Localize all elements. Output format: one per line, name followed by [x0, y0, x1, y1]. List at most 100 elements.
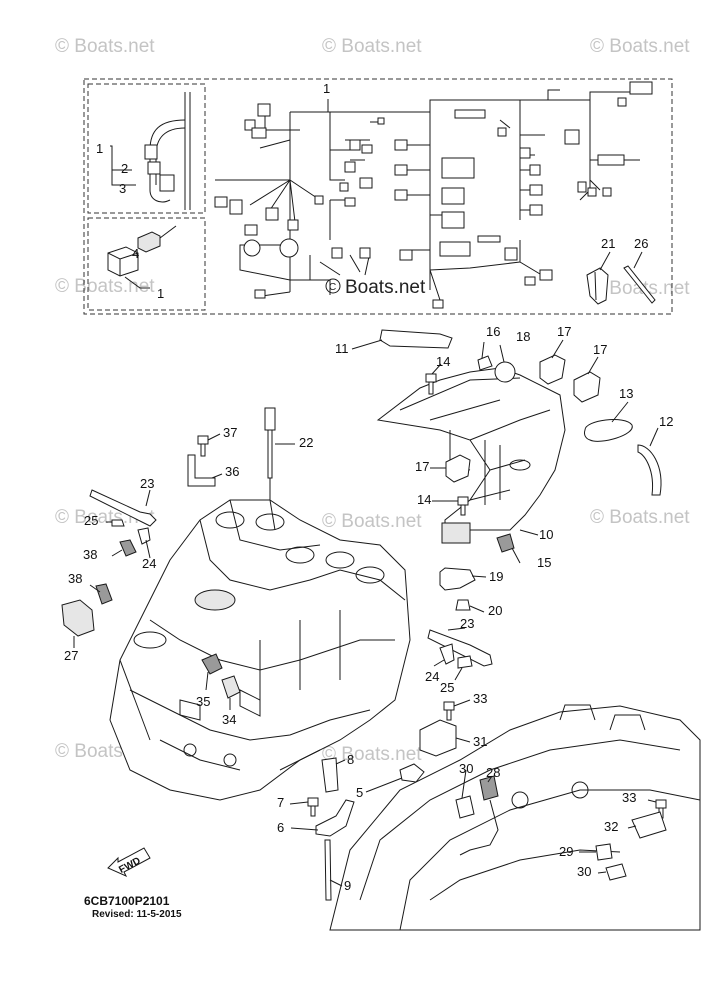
callout-32: 32	[604, 819, 618, 834]
connector-15	[496, 533, 515, 553]
callout-35: 35	[196, 694, 210, 709]
callout-17: 17	[593, 342, 607, 357]
sensor-22	[264, 407, 276, 479]
callout-26: 26	[634, 236, 648, 251]
watermark: © Boats.net	[55, 276, 155, 297]
callout-33: 33	[622, 790, 636, 805]
sub-box-upper	[87, 83, 206, 214]
svg-text:C: C	[329, 282, 336, 293]
protector-strip	[379, 329, 453, 349]
watermark: © Boats.net	[590, 507, 690, 528]
callout-36: 36	[225, 464, 239, 479]
center-watermark-text: Boats.net	[345, 277, 426, 298]
callout-3: 3	[119, 181, 126, 196]
revision-date: Revised: 11-5-2015	[92, 909, 182, 920]
sensor-23b	[427, 629, 493, 667]
callout-17: 17	[415, 459, 429, 474]
callout-19: 19	[489, 569, 503, 584]
connector-35	[201, 653, 223, 675]
harness-panel	[83, 78, 673, 315]
callout-23: 23	[140, 476, 154, 491]
bracket-assembly	[376, 367, 566, 544]
plate-19	[439, 567, 476, 591]
washer-25b	[457, 655, 473, 669]
leader-lines	[73, 339, 659, 887]
callout-38: 38	[83, 547, 97, 562]
callout-27: 27	[64, 648, 78, 663]
watermark: © Boats.net	[322, 744, 422, 765]
callout-1: 1	[323, 81, 330, 96]
callout-4: 4	[132, 246, 139, 261]
callout-20: 20	[488, 603, 502, 618]
callout-2: 2	[121, 161, 128, 176]
callout-14: 14	[417, 492, 431, 507]
clamp-17a	[539, 354, 566, 385]
sensor-27	[61, 599, 95, 637]
callout-16: 16	[486, 324, 500, 339]
engine-assembly	[61, 329, 701, 931]
callout-37: 37	[223, 425, 237, 440]
clip-38a	[119, 539, 137, 557]
watermark: © Boats.net	[55, 36, 155, 57]
callout-13: 13	[619, 386, 633, 401]
callout-21: 21	[601, 236, 615, 251]
holder-8	[321, 757, 339, 793]
callout-1: 1	[157, 286, 164, 301]
fwd-arrow-icon: FWD	[107, 847, 151, 878]
callout-30: 30	[577, 864, 591, 879]
part-code: 6CB7100P2101	[84, 894, 170, 908]
clamp-17c	[445, 454, 471, 483]
callout-15: 15	[537, 555, 551, 570]
callout-7: 7	[277, 795, 284, 810]
bolt-33a	[443, 701, 455, 721]
engine-block	[109, 499, 411, 801]
washer-25a	[111, 519, 125, 527]
callout-38: 38	[68, 571, 82, 586]
callout-24: 24	[425, 669, 439, 684]
grommet	[584, 419, 633, 442]
callout-33: 33	[473, 691, 487, 706]
callout-24: 24	[142, 556, 156, 571]
callout-25: 25	[84, 513, 98, 528]
sub-lead-assembly	[110, 92, 191, 210]
callout-25: 25	[440, 680, 454, 695]
callout-9: 9	[344, 878, 351, 893]
bracket-30a	[455, 795, 475, 819]
relay-assembly	[107, 225, 177, 289]
harness-panel-border	[83, 78, 673, 315]
clamp-17b	[573, 371, 601, 403]
callout-23: 23	[460, 616, 474, 631]
cover-strip	[637, 444, 662, 496]
bolt-20	[455, 599, 471, 611]
watermark: © Boats.net	[322, 511, 422, 532]
callout-22: 22	[299, 435, 313, 450]
callout-28: 28	[486, 765, 500, 780]
bracket-30b	[605, 863, 627, 881]
center-watermark: C Boats.net	[325, 277, 426, 298]
clamp-16	[477, 355, 493, 371]
bolt-7	[307, 797, 319, 817]
callout-8: 8	[347, 752, 354, 767]
callout-29: 29	[559, 844, 573, 859]
grommet-29	[595, 843, 613, 861]
callout-34: 34	[222, 712, 236, 727]
fwd-label: FWD	[117, 855, 142, 875]
callout-6: 6	[277, 820, 284, 835]
bracket-36	[187, 454, 216, 487]
callout-10: 10	[539, 527, 553, 542]
sensor-23a	[89, 489, 157, 527]
callout-17: 17	[557, 324, 571, 339]
callout-5: 5	[356, 785, 363, 800]
bracket-6	[315, 799, 355, 837]
clip-24b	[439, 643, 455, 665]
holder-32	[631, 811, 667, 839]
callout-14: 14	[436, 354, 450, 369]
main-wire-harness	[214, 81, 653, 309]
clip-34	[221, 675, 241, 699]
callout-18: 18	[516, 329, 530, 344]
bolt-37	[197, 435, 209, 457]
watermark: © Boats.net	[590, 36, 690, 57]
